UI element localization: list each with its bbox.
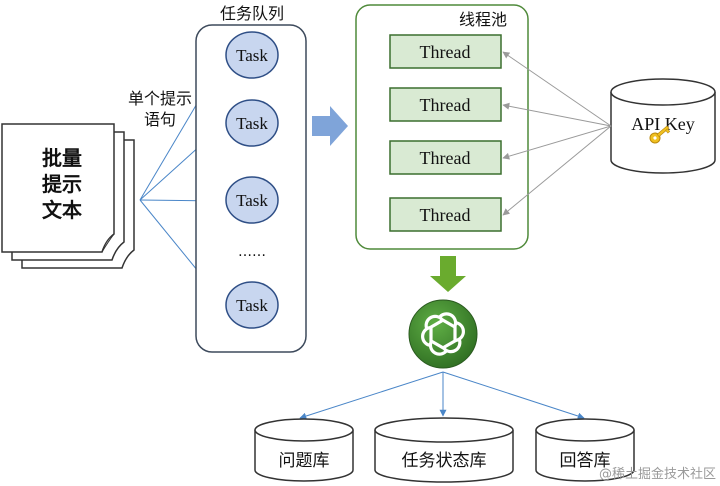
api-key-arrow-3 <box>502 125 612 160</box>
thread-pool: 线程池 Thread Thread Thread Thread <box>355 4 529 250</box>
thread-node: Thread <box>389 197 502 232</box>
task-label: Task <box>236 191 268 210</box>
text-line: 文本 <box>42 198 82 222</box>
task-queue: 任务队列 Task Task Task …… Task <box>195 4 307 353</box>
text-line: 提示 <box>42 172 82 196</box>
api-key-arrow-2 <box>502 102 612 127</box>
api-key-store: API Key <box>610 78 716 174</box>
text-line: 语句 <box>144 110 176 129</box>
thread-node: Thread <box>389 140 502 175</box>
thread-node: Thread <box>389 34 502 69</box>
task-label: Task <box>236 114 268 133</box>
arrow-to-answer-db <box>442 371 585 420</box>
openai-to-db-arrows <box>299 371 585 420</box>
task-queue-title: 任务队列 <box>220 4 284 23</box>
batch-prompt-document: 批量提示文本 <box>1 123 135 269</box>
thread-label: Thread <box>420 148 471 168</box>
task-ellipsis: …… <box>238 244 266 260</box>
api-key-label: API Key <box>631 114 695 134</box>
task-label: Task <box>236 296 268 315</box>
answer-db: 回答库 <box>535 418 635 482</box>
task-node: Task <box>225 31 279 79</box>
task-status-db-label: 任务状态库 <box>402 451 487 471</box>
text-line: 单个提示 <box>128 89 192 108</box>
thread-label: Thread <box>420 42 471 62</box>
arrow-to-question-db <box>299 371 444 420</box>
task-status-db: 任务状态库 <box>374 417 514 483</box>
thread-label: Thread <box>420 95 471 115</box>
thread-node: Thread <box>389 87 502 122</box>
question-db-label: 问题库 <box>279 451 330 471</box>
watermark: @稀土掘金技术社区 <box>599 466 716 482</box>
single-prompt-label: 单个提示语句 <box>128 89 192 129</box>
thread-pool-title: 线程池 <box>459 10 507 29</box>
openai-logo-icon <box>408 299 478 369</box>
key-icon <box>649 125 671 144</box>
api-key-arrow-1 <box>502 51 612 127</box>
text-line: 批量 <box>42 146 82 170</box>
task-node: Task <box>225 281 279 329</box>
api-key-arrows <box>502 51 612 216</box>
api-key-arrow-4 <box>502 125 612 216</box>
queue-to-pool-arrow <box>312 106 348 146</box>
task-node: Task <box>225 176 279 224</box>
document-label: 批量提示文本 <box>42 146 82 222</box>
task-label: Task <box>236 46 268 65</box>
answer-db-label: 回答库 <box>560 451 611 471</box>
thread-label: Thread <box>420 205 471 225</box>
pool-to-openai-arrow <box>430 256 466 292</box>
question-db: 问题库 <box>254 418 354 482</box>
task-node: Task <box>225 99 279 147</box>
